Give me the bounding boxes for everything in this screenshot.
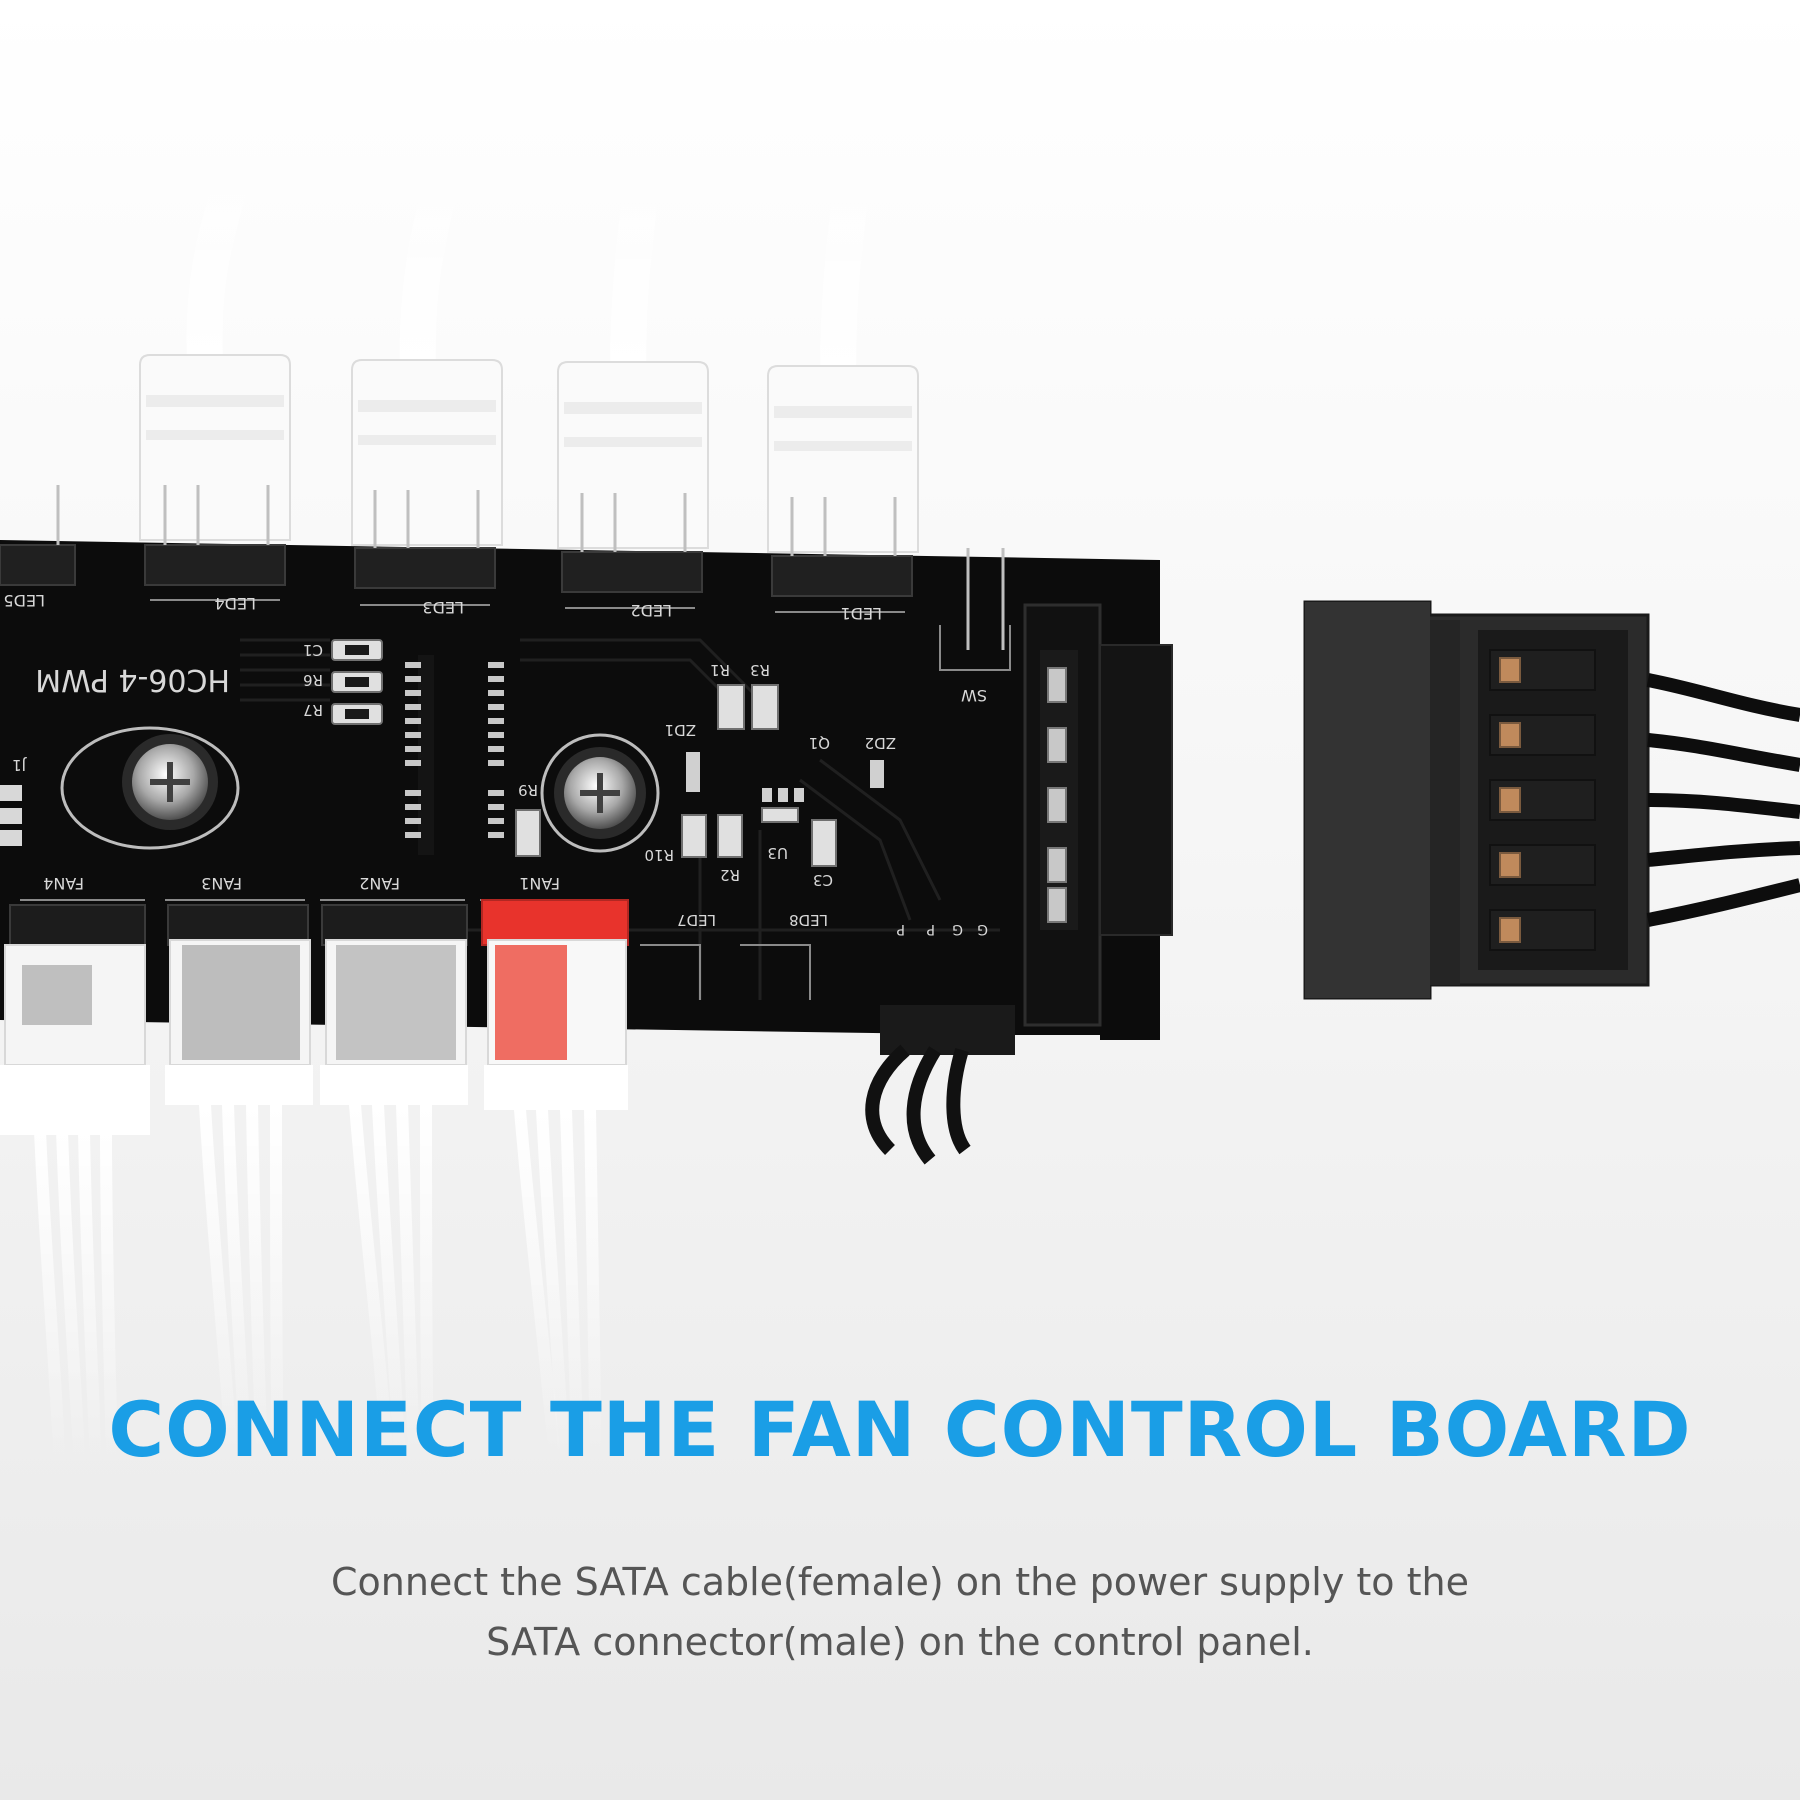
r2-label: R2	[720, 866, 740, 884]
sata-cable-wires	[1646, 673, 1800, 927]
led4-label: LED4	[214, 594, 256, 613]
led2-label: LED2	[630, 601, 672, 620]
u3-label: U3	[767, 844, 788, 862]
c3-label: C3	[813, 871, 833, 889]
q1-label: Q1	[809, 734, 830, 752]
j1-label: J1	[12, 756, 27, 774]
fan-plugs	[0, 939, 628, 1135]
led-cables	[186, 122, 873, 390]
description: Connect the SATA cable(female) on the po…	[330, 1560, 1470, 1664]
sata-pigtail-cable	[865, 1005, 1015, 1165]
fan2-label: FAN2	[359, 874, 400, 893]
led3-label: LED3	[422, 598, 464, 617]
r9-label: R9	[518, 781, 538, 799]
zd2-label: ZD2	[865, 734, 896, 752]
sata-female-connector	[1303, 600, 1650, 1000]
zd1-label: ZD1	[665, 721, 696, 739]
control-board: LED5 LED4 LED3 LED2 LED1 HC06-4 PWM FAN4…	[0, 485, 1173, 1040]
headline: CONNECT THE FAN CONTROL BOARD	[108, 1385, 1692, 1474]
fan-cables	[34, 1099, 602, 1476]
model-label: HC06-4 PWM	[35, 662, 230, 697]
fan1-header	[481, 899, 629, 946]
r7-label: R7	[303, 701, 323, 719]
c1-label: C1	[303, 641, 323, 659]
r6-label: R6	[303, 671, 323, 689]
pin-g2-label: G	[977, 921, 988, 937]
pin-p1-label: P	[897, 921, 905, 937]
fan4-label: FAN4	[43, 874, 84, 893]
r1-label: R1	[710, 661, 730, 679]
r3-label: R3	[750, 661, 770, 679]
led7-label: LED7	[677, 911, 716, 929]
led1-label: LED1	[840, 604, 882, 623]
led8-label: LED8	[789, 911, 828, 929]
fan3-label: FAN3	[201, 874, 242, 893]
sw-label: SW	[961, 686, 987, 705]
r10-label: R10	[644, 846, 674, 864]
pin-p2-label: P	[927, 921, 935, 937]
led-plugs	[139, 354, 919, 553]
pin-g1-label: G	[952, 921, 963, 937]
led5-label: LED5	[3, 591, 45, 610]
fan1-label: FAN1	[519, 874, 560, 893]
